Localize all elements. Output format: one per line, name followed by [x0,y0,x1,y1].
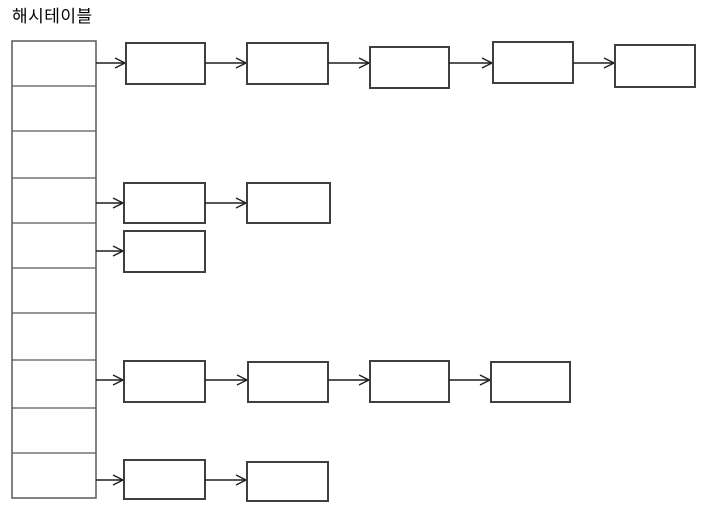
chain-4-node-3 [369,360,450,403]
hash-table-cell-8 [12,360,96,408]
chain-1-node-3 [369,46,450,89]
diagram-title: 해시테이블 [12,7,93,26]
chain-4-node-2 [247,361,329,403]
hash-table-cell-4 [12,178,96,223]
hash-table-cell-6 [12,268,96,313]
chain-1-node-4 [492,41,574,84]
chain-4-node-4 [490,361,571,403]
chain-5-node-2 [246,461,329,502]
hash-table-cell-1 [12,41,96,86]
chain-5-node-1 [123,459,206,500]
chain-3-node-1 [123,230,206,273]
hash-table-cell-9 [12,408,96,453]
chain-1-node-2 [246,42,329,85]
hash-table-cell-10 [12,453,96,498]
chain-2-node-2 [246,182,331,224]
hash-table-cell-5 [12,223,96,268]
hash-table-cell-7 [12,313,96,360]
chain-2-node-1 [123,182,206,224]
hash-table-cell-2 [12,86,96,131]
hash-table-frame [11,40,97,499]
chain-1-node-5 [614,44,696,88]
chain-4-node-1 [123,360,206,403]
chain-1-node-1 [125,42,206,85]
hash-table-cell-3 [12,131,96,178]
